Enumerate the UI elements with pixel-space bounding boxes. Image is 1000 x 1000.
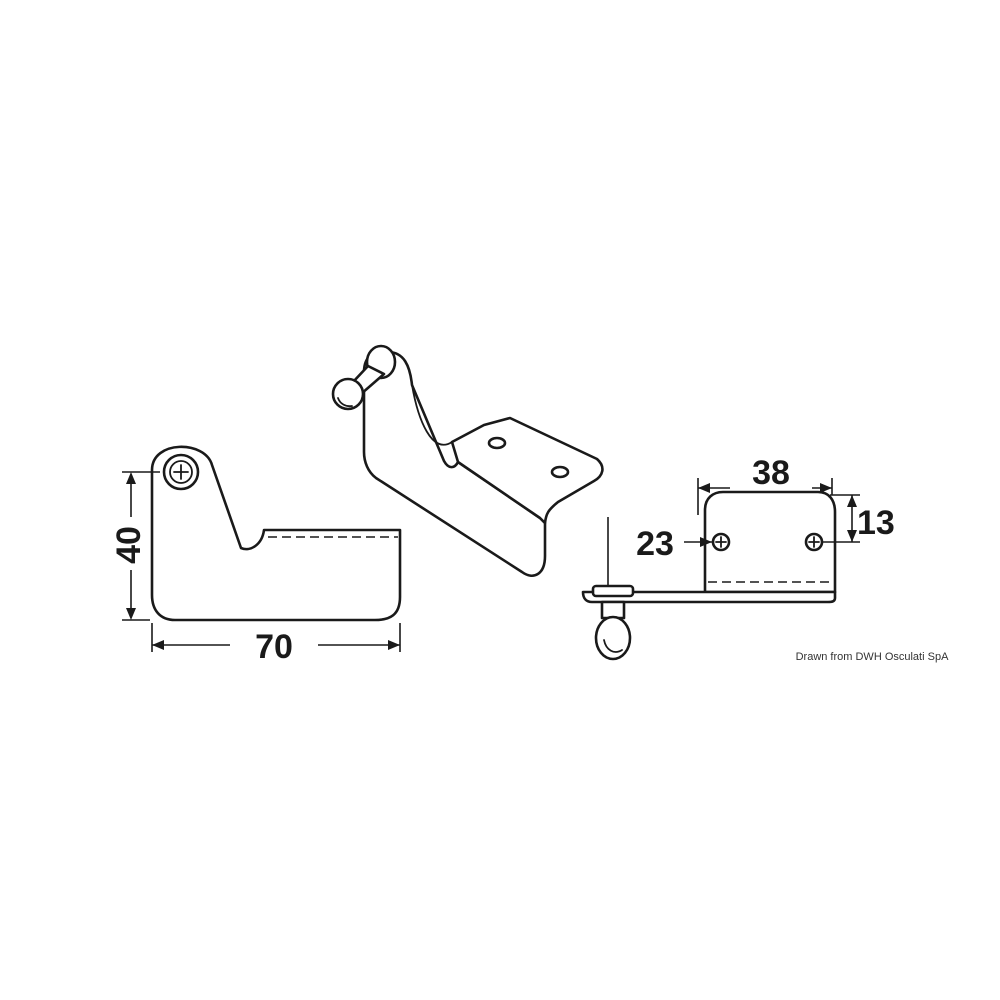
dimension-hole-offset-label: 13 <box>857 504 895 542</box>
dimension-height-label: 40 <box>110 526 148 564</box>
dimension-hole-offset: 13 <box>822 494 895 543</box>
bracket-side-view <box>150 445 402 622</box>
ball-stud-highlight <box>337 397 353 408</box>
dimension-height: 40 <box>110 471 160 621</box>
bracket-isometric-view <box>331 344 604 577</box>
dimension-stud-offset: 23 <box>607 517 712 586</box>
dimension-width: 70 <box>151 623 401 666</box>
front-screw-cross-icon <box>808 536 820 548</box>
mount-hole <box>550 465 570 479</box>
bracket-base-flange <box>581 590 837 604</box>
bracket-bend-line <box>411 384 453 446</box>
ball-stud-head <box>331 377 365 411</box>
stud-neck-side <box>600 600 626 620</box>
screw-recess <box>169 460 193 484</box>
ball-stud-side-highlight <box>603 639 623 653</box>
bracket-front-view <box>581 490 837 661</box>
ball-stud-side <box>594 615 632 661</box>
drawing-credit: Drawn from DWH Osculati SpA <box>796 651 949 663</box>
dimension-width-label: 70 <box>255 628 293 666</box>
dimension-hole-spacing-label: 38 <box>752 454 790 492</box>
dimension-stud-offset-label: 23 <box>636 525 674 563</box>
dimension-hole-spacing: 38 <box>697 454 833 515</box>
stud-washer-side <box>591 584 635 598</box>
bracket-front-plate <box>703 490 837 594</box>
mount-hole <box>487 436 507 450</box>
screw-cross-icon <box>173 464 189 480</box>
front-screw-cross-icon <box>715 536 727 548</box>
